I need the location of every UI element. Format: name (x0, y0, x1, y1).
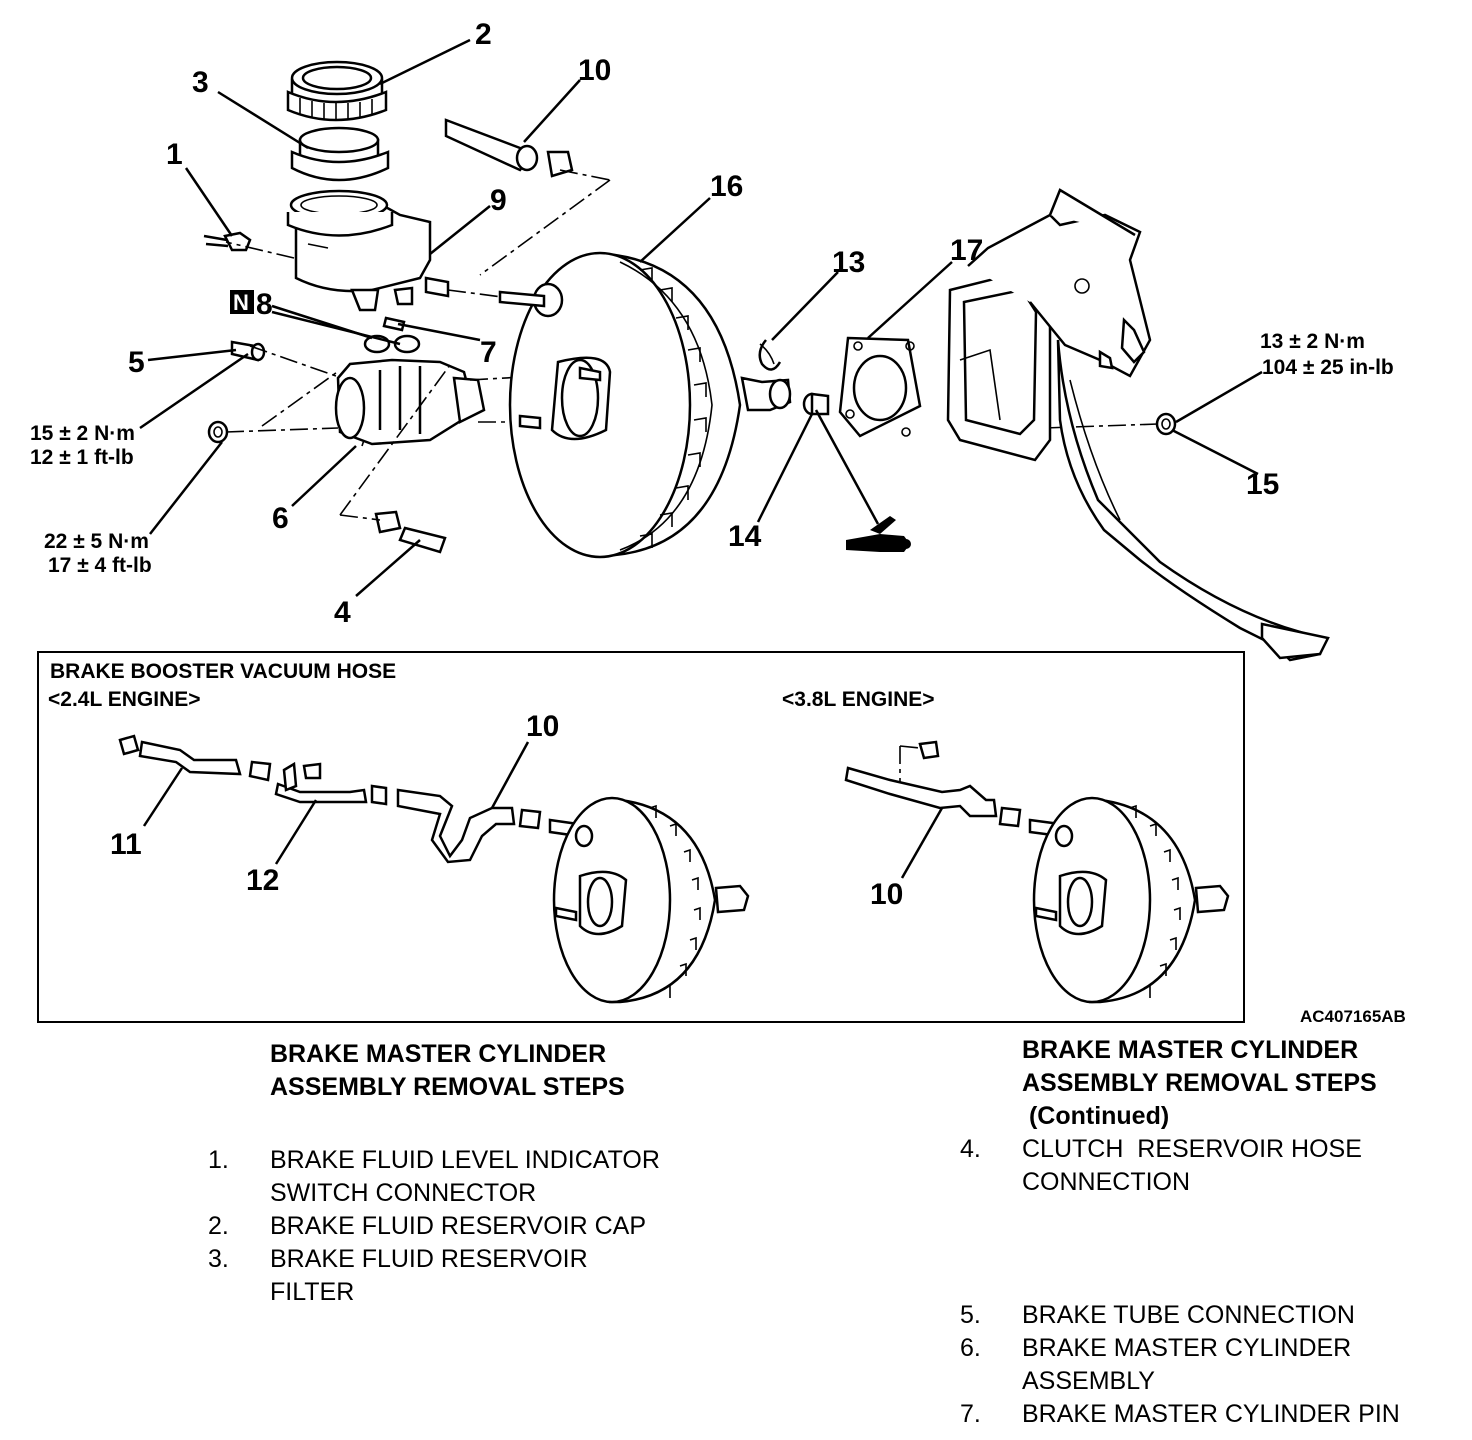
removal-steps-right: BRAKE MASTER CYLINDER ASSEMBLY REMOVAL S… (960, 1034, 1460, 1431)
torque-brake-tube-ftlb: 12 ± 1 ft-lb (30, 446, 134, 469)
brake-fluid-reservoir (286, 189, 450, 312)
step-2-line-1: BRAKE FLUID RESERVOIR CAP (270, 1212, 647, 1240)
callout-1: 1 (166, 138, 183, 171)
reservoir-cap (286, 60, 388, 122)
inset-callout-10-right: 10 (870, 878, 903, 911)
step-7: 7. BRAKE MASTER CYLINDER PIN (960, 1398, 1460, 1431)
callout-9: 9 (490, 184, 507, 217)
callout-6: 6 (272, 502, 289, 535)
step-7-line-1: BRAKE MASTER CYLINDER PIN (1022, 1400, 1400, 1428)
inset-right-engine: <3.8L ENGINE> (782, 688, 935, 711)
step-6-number: 6. (960, 1334, 981, 1362)
callout-13: 13 (832, 246, 865, 279)
step-7-number: 7. (960, 1400, 981, 1428)
step-1: 1. BRAKE FLUID LEVEL INDICATOR SWITCH CO… (208, 1144, 768, 1210)
grease-symbol-icon (846, 516, 911, 552)
inset-hose-2-4l (118, 734, 580, 864)
reservoir-grommets (230, 290, 254, 314)
step-6-line-2: ASSEMBLY (1022, 1367, 1155, 1395)
steps-left-heading-2: ASSEMBLY REMOVAL STEPS (270, 1073, 625, 1101)
step-4: 4. CLUTCH RESERVOIR HOSE CONNECTION (960, 1133, 1460, 1199)
level-switch-connector (203, 231, 252, 252)
step-6-line-1: BRAKE MASTER CYLINDER (1022, 1334, 1352, 1362)
master-cylinder-pin (382, 316, 406, 332)
step-2: 2. BRAKE FLUID RESERVOIR CAP (208, 1210, 768, 1243)
steps-left-heading-1: BRAKE MASTER CYLINDER (270, 1040, 607, 1068)
callout-7: 7 (480, 336, 497, 369)
step-5-number: 5. (960, 1301, 981, 1329)
callout-16: 16 (710, 170, 743, 203)
pedal-nut (1155, 412, 1177, 436)
inset-callout-11: 11 (110, 828, 142, 861)
callout-3: 3 (192, 66, 209, 99)
steps-right-heading-2: ASSEMBLY REMOVAL STEPS (1022, 1069, 1377, 1097)
callout-8: 8 (256, 288, 273, 321)
step-3: 3. BRAKE FLUID RESERVOIR FILTER (208, 1243, 768, 1309)
clevis-pin (802, 392, 830, 416)
vacuum-hose-top (444, 118, 611, 276)
master-cylinder (334, 334, 486, 447)
callout-15: 15 (1246, 468, 1279, 501)
brake-booster (498, 251, 792, 559)
clevis-clip (758, 339, 782, 371)
step-5: 5. BRAKE TUBE CONNECTION (960, 1299, 1460, 1332)
callout-5: 5 (128, 346, 145, 379)
torque-brake-tube-nm: 15 ± 2 N·m (30, 422, 135, 445)
step-1-line-1: BRAKE FLUID LEVEL INDICATOR (270, 1146, 660, 1174)
torque-cylinder-nut-nm: 22 ± 5 N·m (44, 530, 149, 553)
callout-14: 14 (728, 520, 762, 553)
clutch-reservoir-hose (339, 364, 451, 554)
steps-right-heading-3: (Continued) (1022, 1102, 1170, 1130)
inset-booster-3-8l (1032, 796, 1230, 1004)
step-5-line-1: BRAKE TUBE CONNECTION (1022, 1301, 1355, 1329)
inset-hose-3-8l (844, 740, 1062, 838)
inset-callout-10-left: 10 (526, 710, 559, 743)
inset-booster-2-4l (552, 796, 750, 1004)
step-3-number: 3. (208, 1245, 229, 1273)
vacuum-hose-inset: BRAKE BOOSTER VACUUM HOSE <2.4L ENGINE> … (37, 651, 1245, 1023)
inset-title: BRAKE BOOSTER VACUUM HOSE (50, 660, 396, 683)
step-1-line-2: SWITCH CONNECTOR (270, 1179, 537, 1207)
callout-17: 17 (950, 234, 983, 267)
callout-4: 4 (334, 596, 351, 629)
callout-8-badge: N (233, 290, 249, 315)
brake-tube-connection (230, 340, 266, 362)
torque-cylinder-nut-ftlb: 17 ± 4 ft-lb (48, 554, 152, 577)
callout-10: 10 (578, 54, 611, 87)
steps-right-heading-1: BRAKE MASTER CYLINDER (1022, 1036, 1359, 1064)
leader-lines (139, 38, 1263, 597)
step-6: 6. BRAKE MASTER CYLINDER ASSEMBLY (960, 1332, 1460, 1398)
torque-pedal-nut-nm: 13 ± 2 N·m (1260, 330, 1365, 353)
figure-id: AC407165AB (1300, 1007, 1406, 1026)
callout-2: 2 (475, 18, 492, 51)
pedal-bracket (946, 188, 1330, 662)
step-4-number: 4. (960, 1135, 981, 1163)
step-4-line-2: CONNECTION (1022, 1168, 1191, 1196)
inset-left-engine: <2.4L ENGINE> (48, 688, 201, 711)
step-4-line-1: CLUTCH RESERVOIR HOSE (1022, 1135, 1362, 1163)
step-1-number: 1. (208, 1146, 229, 1174)
removal-steps-left: BRAKE MASTER CYLINDER ASSEMBLY REMOVAL S… (208, 1038, 768, 1309)
step-3-line-2: FILTER (270, 1278, 355, 1306)
step-3-line-1: BRAKE FLUID RESERVOIR (270, 1245, 588, 1273)
step-2-number: 2. (208, 1212, 229, 1240)
torque-pedal-nut-inlb: 104 ± 25 in-lb (1262, 356, 1394, 379)
mounting-nut (207, 420, 229, 444)
inset-callout-12: 12 (246, 864, 279, 897)
booster-gasket (838, 336, 922, 438)
reservoir-filter (290, 126, 390, 182)
